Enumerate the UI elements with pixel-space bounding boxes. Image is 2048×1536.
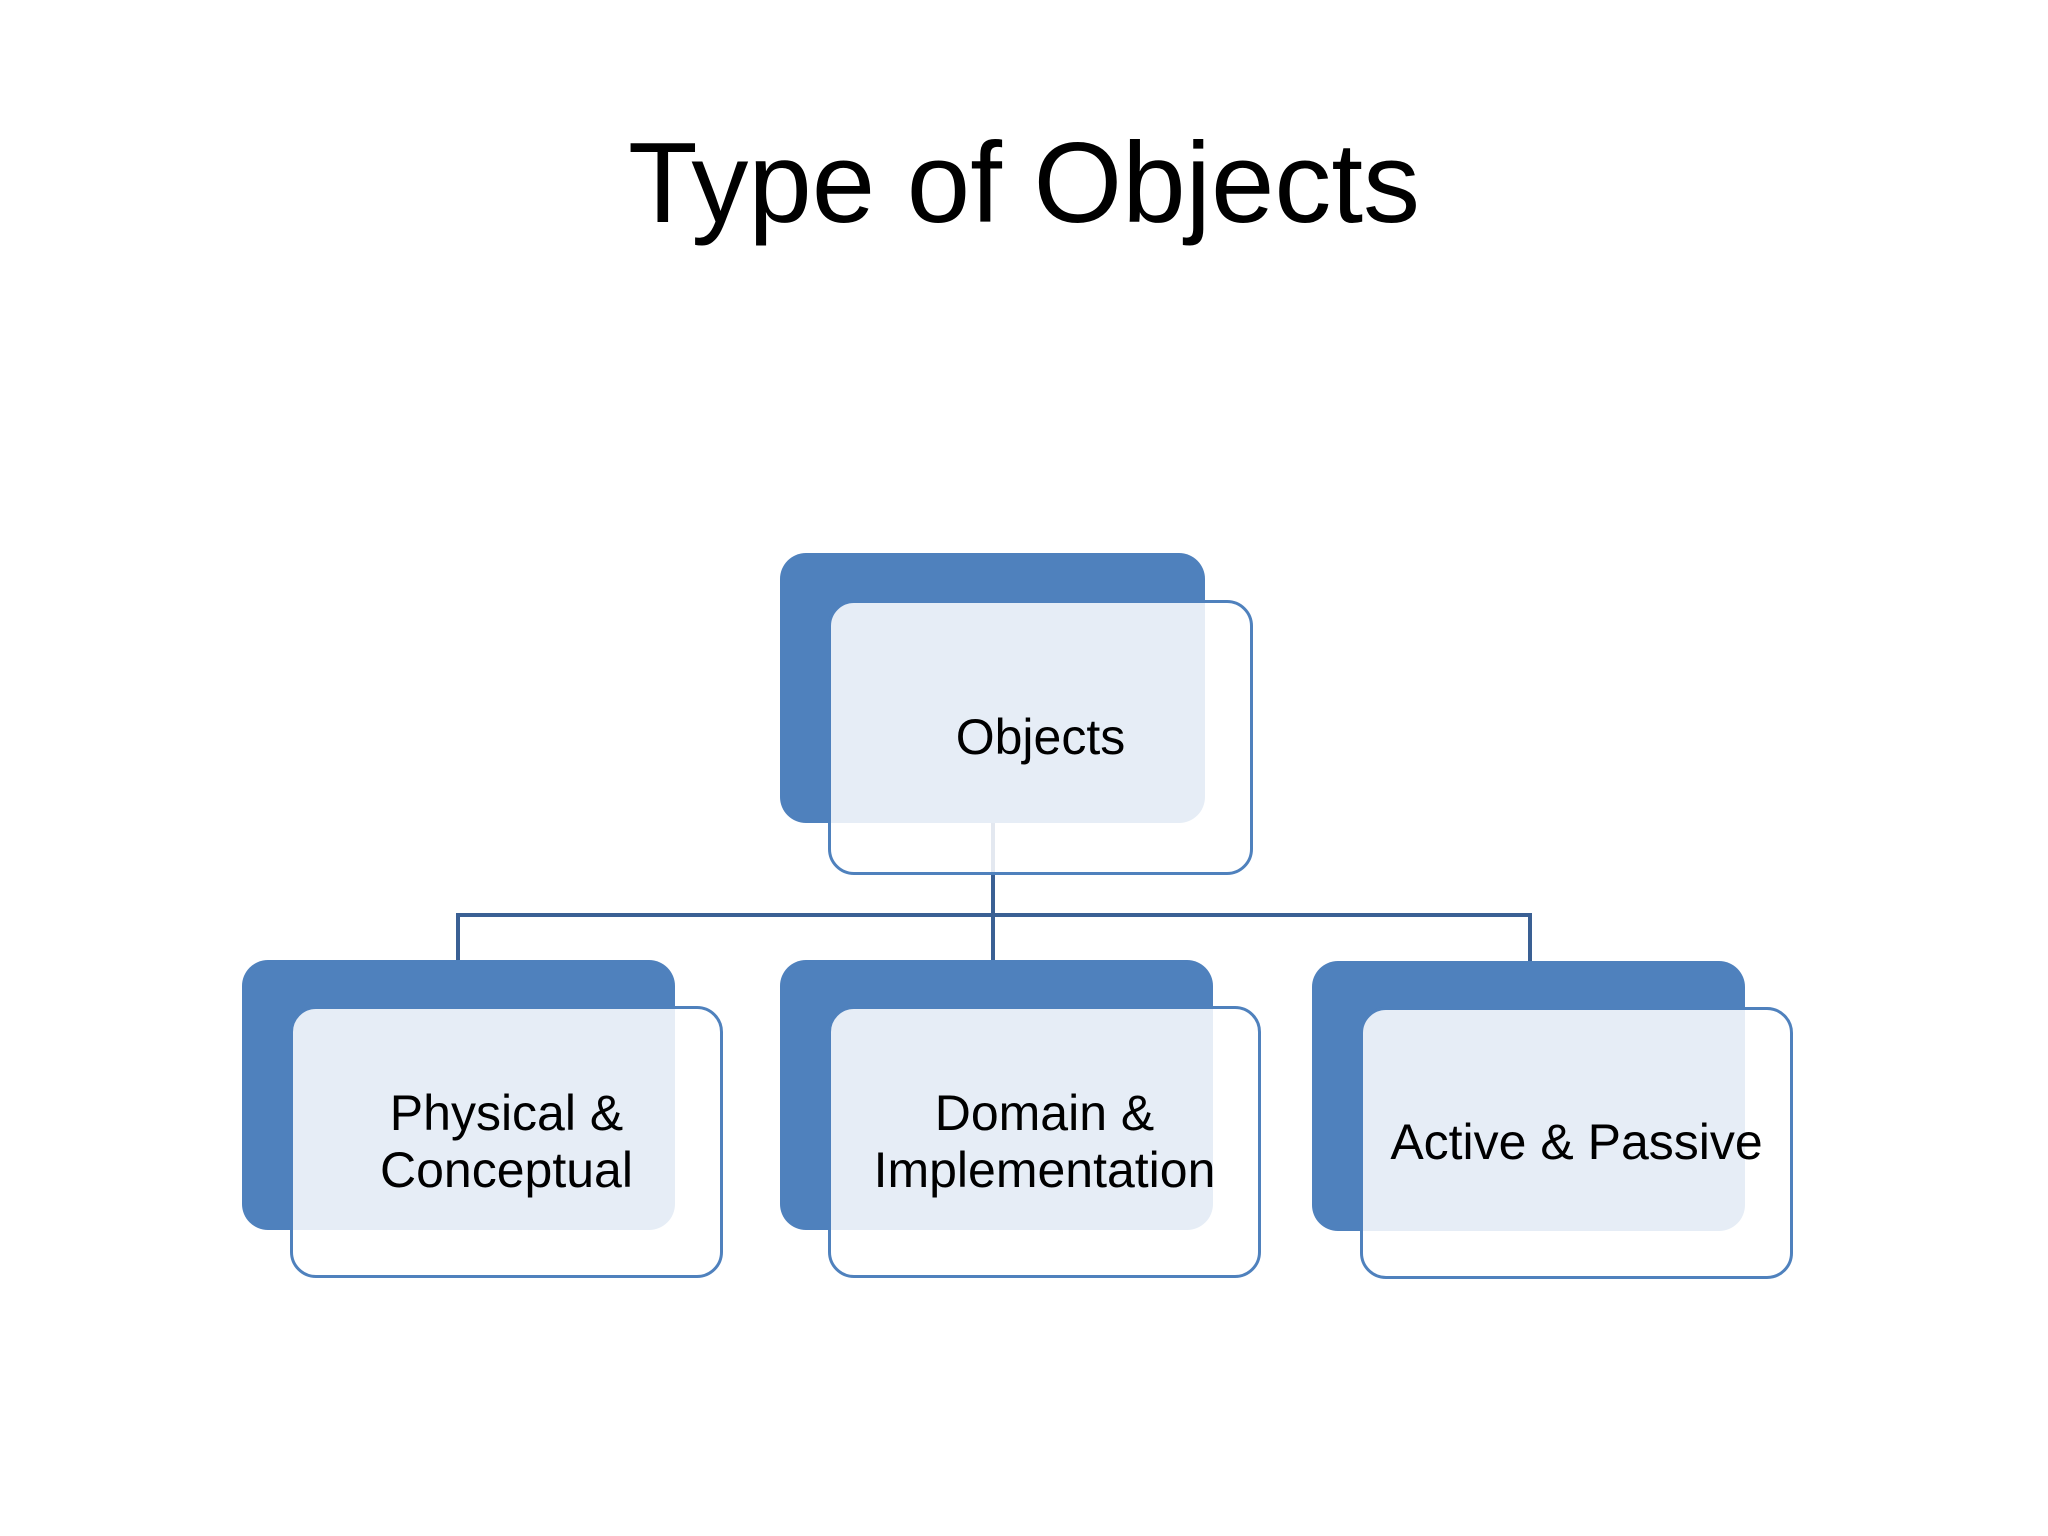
connector-drop-middle [991,913,995,963]
node-domain-implementation-front-plate: Domain & Implementation [828,1006,1261,1278]
node-physical-conceptual-label: Physical & Conceptual [380,1084,633,1199]
node-objects-label: Objects [955,708,1126,765]
node-active-passive-label: Active & Passive [1390,1114,1763,1171]
node-physical-conceptual-front-plate: Physical & Conceptual [290,1006,723,1278]
node-active-passive-front-plate: Active & Passive [1360,1007,1793,1279]
node-domain-implementation-label: Domain & Implementation [873,1084,1216,1199]
slide-title: Type of Objects [627,120,1421,247]
connector-drop-right [1528,913,1532,965]
node-objects-front-plate: Objects [828,600,1253,875]
connector-drop-left [456,913,460,963]
